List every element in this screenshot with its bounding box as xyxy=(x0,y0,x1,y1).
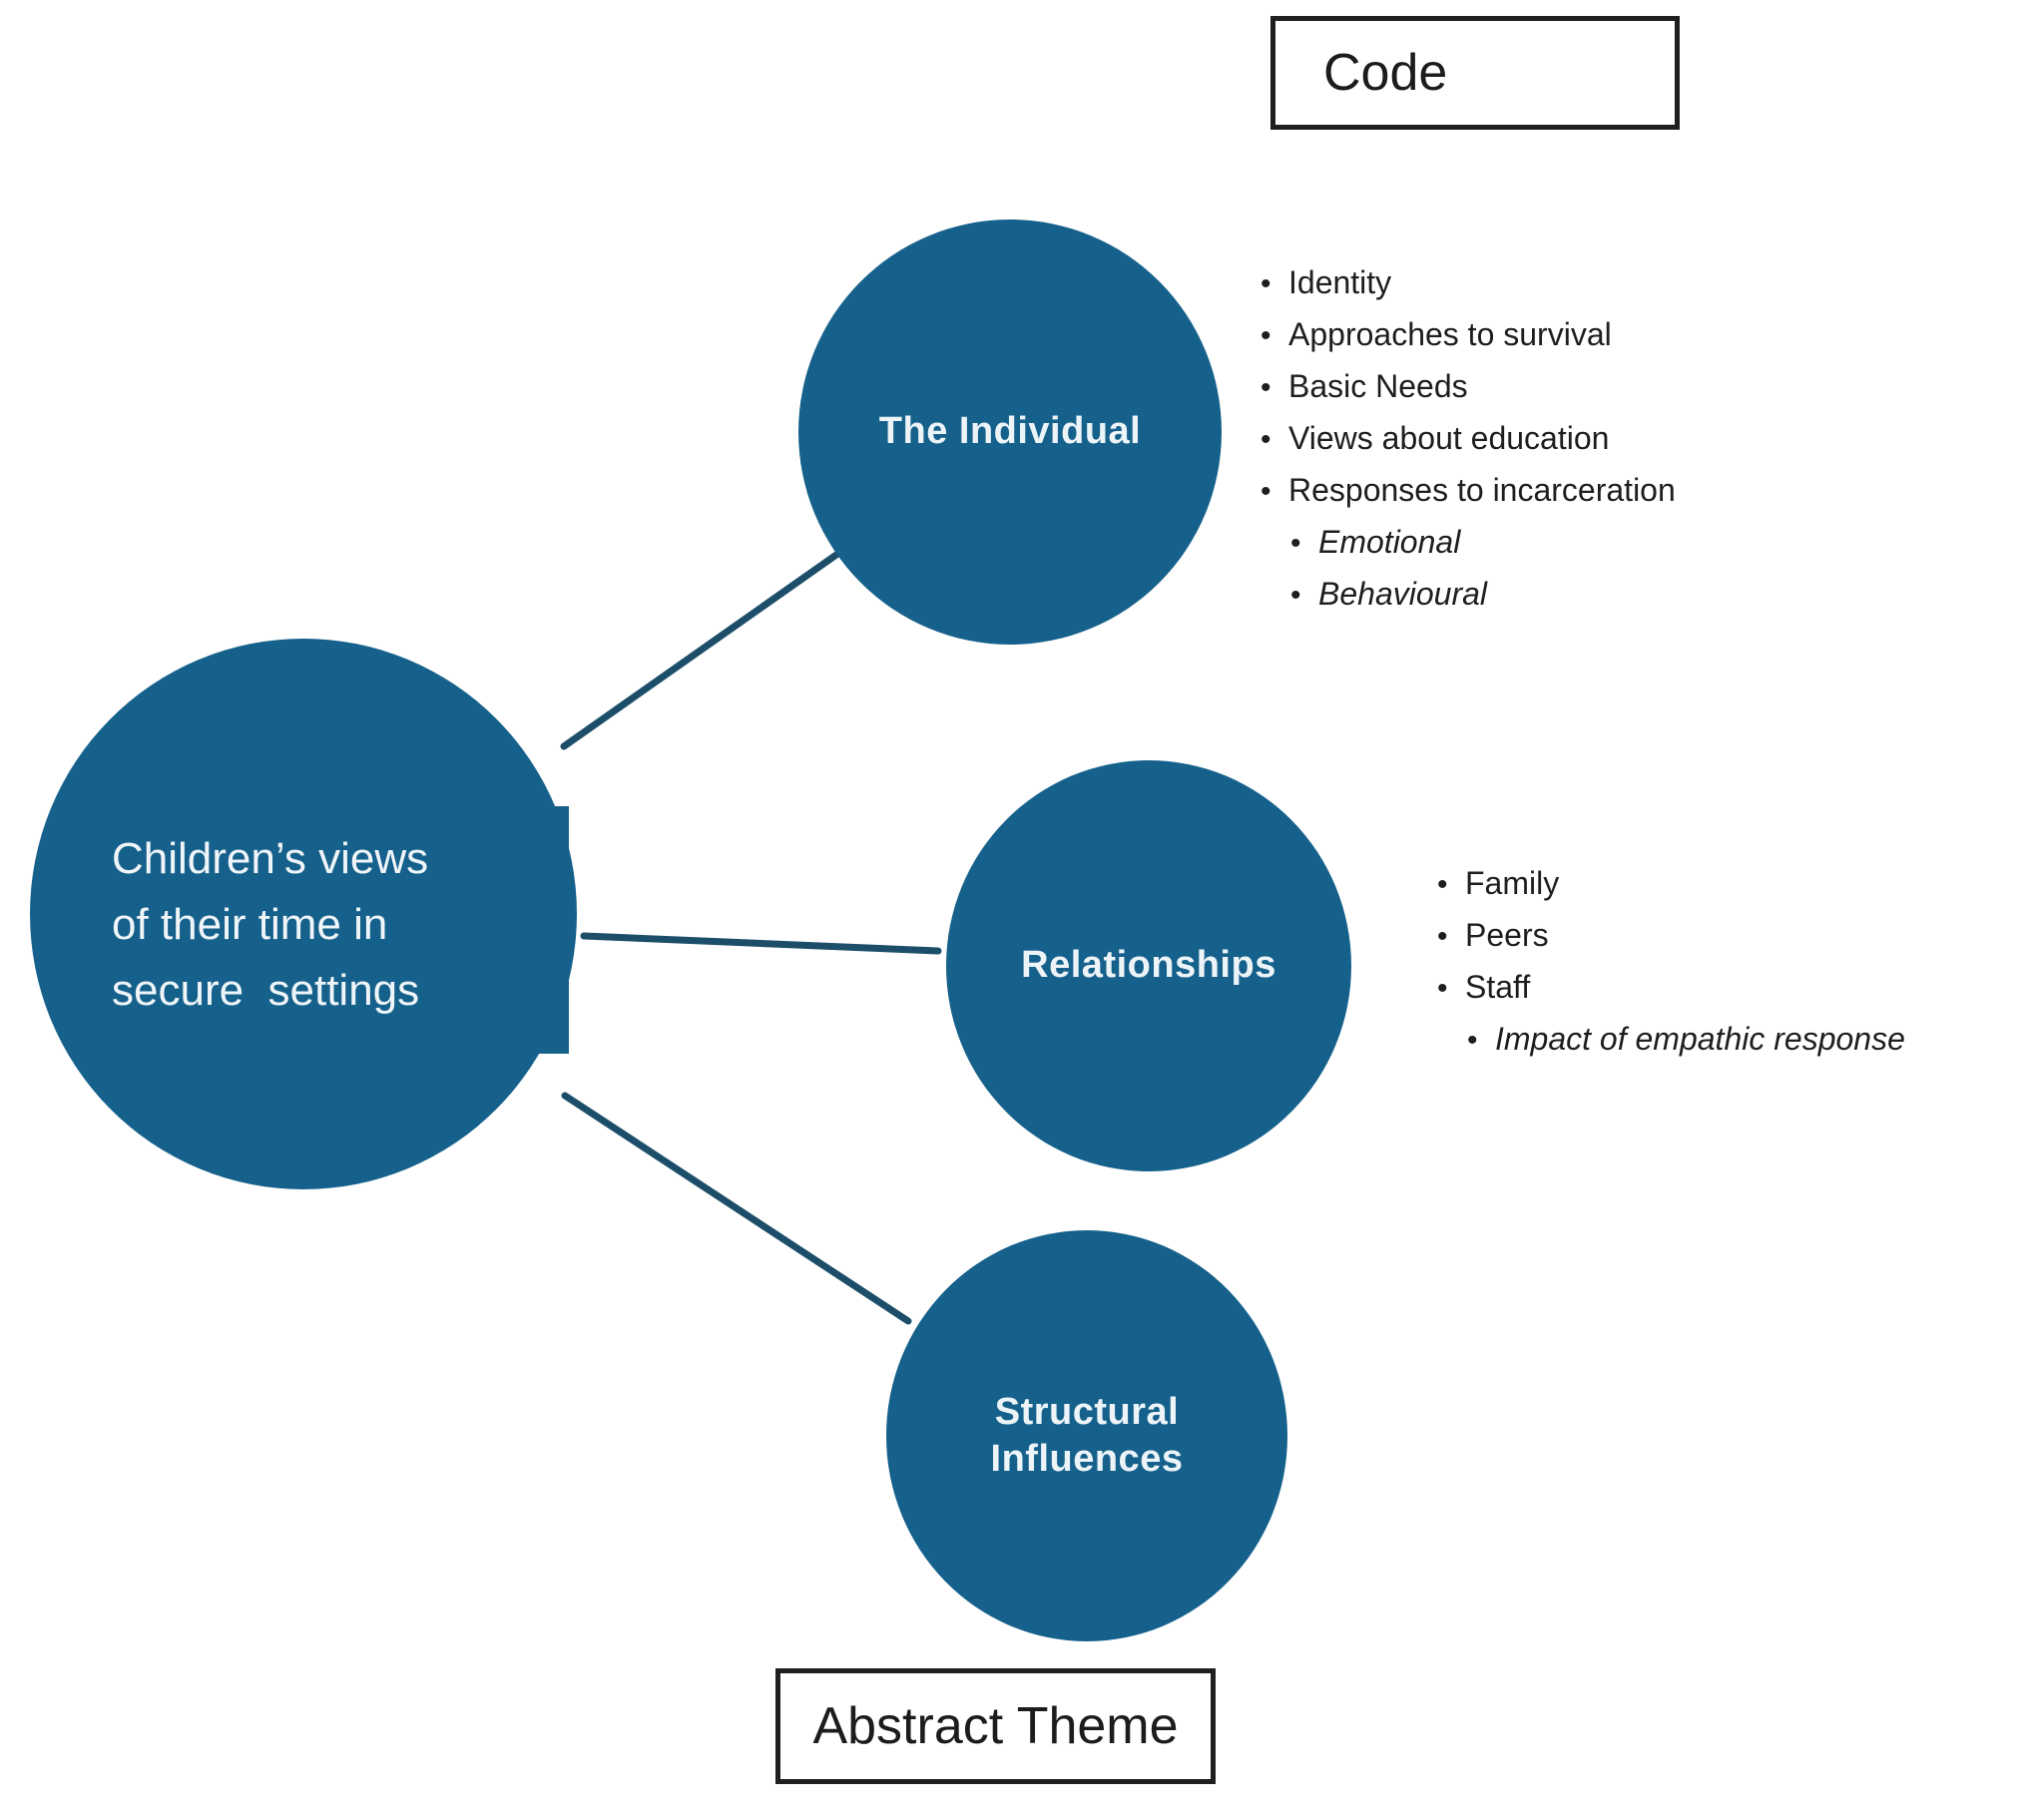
theme-label-individual: The Individual xyxy=(878,410,1142,453)
bullet-icon: • xyxy=(1437,972,1448,1005)
code-legend-label: Code xyxy=(1323,44,1448,102)
code-item-label: Impact of empathic response xyxy=(1495,1021,1905,1057)
central-theme-circle xyxy=(30,639,577,1189)
code-item-label: Peers xyxy=(1465,917,1549,953)
code-item: • Behavioural xyxy=(1290,569,1676,621)
bullet-icon: • xyxy=(1261,371,1271,404)
central-theme-label: Children’s views of their time in secure… xyxy=(112,834,429,1015)
code-item-label: Approaches to survival xyxy=(1288,316,1612,352)
theme-label-structural: Structural Influences xyxy=(990,1390,1184,1481)
code-item: • Basic Needs xyxy=(1261,361,1676,413)
code-item: • Approaches to survival xyxy=(1261,309,1676,361)
code-item-label: Responses to incarceration xyxy=(1288,472,1676,508)
theme-label-relationships: Relationships xyxy=(1021,944,1276,987)
code-list-relationships: • Family • Peers • Staff • Impact of empathic r… xyxy=(1437,858,1905,1066)
bullet-icon: • xyxy=(1437,868,1448,901)
code-item: • Impact of empathic response xyxy=(1467,1014,1905,1066)
theme-circle-structural: Structural Influences xyxy=(886,1230,1287,1641)
code-item: • Responses to incarceration xyxy=(1261,465,1676,517)
bullet-icon: • xyxy=(1437,920,1448,953)
abstract-theme-legend-label: Abstract Theme xyxy=(812,1697,1179,1755)
connector-line-individual xyxy=(560,551,840,750)
bullet-icon: • xyxy=(1467,1024,1478,1057)
code-list-individual: • Identity • Approaches to survival • Basic N… xyxy=(1261,257,1676,621)
bullet-icon: • xyxy=(1261,423,1271,456)
bullet-icon: • xyxy=(1261,475,1271,508)
code-item-label: Behavioural xyxy=(1318,576,1487,612)
abstract-theme-legend-box: Abstract Theme xyxy=(775,1668,1216,1784)
code-item: • Emotional xyxy=(1290,517,1676,569)
code-item: • Identity xyxy=(1261,257,1676,309)
connector-line-structural xyxy=(561,1092,912,1325)
bullet-icon: • xyxy=(1290,579,1301,612)
theme-circle-relationships: Relationships xyxy=(946,760,1351,1171)
connector-line-relationships xyxy=(580,932,942,955)
code-item-label: Emotional xyxy=(1318,524,1461,560)
code-item-label: Identity xyxy=(1288,264,1392,300)
code-item-label: Family xyxy=(1465,865,1560,901)
code-item-label: Staff xyxy=(1465,969,1531,1005)
code-item: • Staff xyxy=(1437,962,1905,1014)
theme-circle-individual: The Individual xyxy=(798,220,1222,645)
code-item: • Peers xyxy=(1437,910,1905,962)
code-item: • Family xyxy=(1437,858,1905,910)
bullet-icon: • xyxy=(1261,267,1271,300)
code-item: • Views about education xyxy=(1261,413,1676,465)
bullet-icon: • xyxy=(1261,319,1271,352)
code-legend-box: Code xyxy=(1270,16,1680,130)
code-item-label: Basic Needs xyxy=(1288,368,1468,404)
code-item-label: Views about education xyxy=(1288,420,1610,456)
bullet-icon: • xyxy=(1290,527,1301,560)
